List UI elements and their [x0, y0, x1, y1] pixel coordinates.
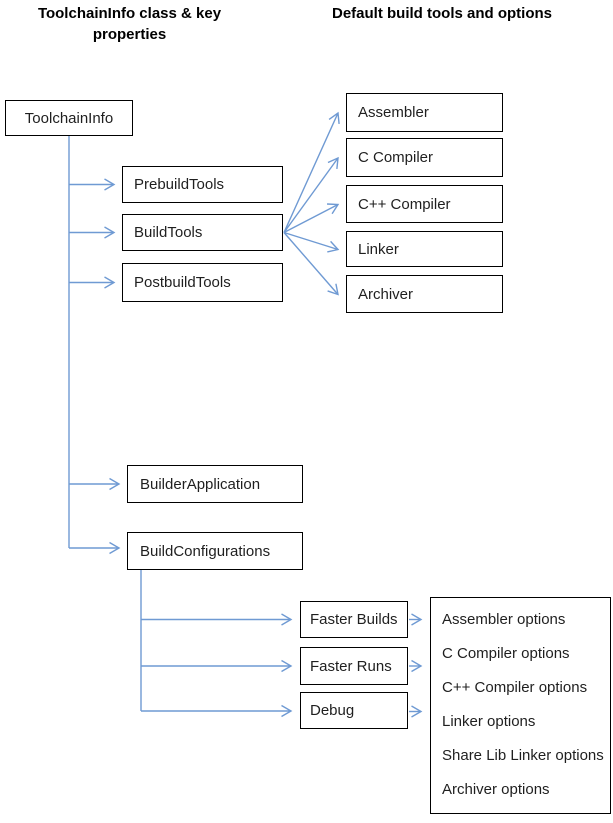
node-cpp-compiler: C++ Compiler [346, 185, 503, 223]
node-label: Assembler [358, 104, 429, 121]
option-item-share-lib-linker-options: Share Lib Linker options [442, 747, 604, 764]
node-label: BuilderApplication [140, 475, 261, 493]
option-item-assembler-options: Assembler options [442, 611, 566, 628]
column-header-right: Default build tools and options [332, 5, 552, 22]
node-label: Faster Runs [310, 657, 392, 675]
node-buildconfigurations: BuildConfigurations [127, 532, 303, 570]
column-header-left: ToolchainInfo class & key properties [37, 5, 222, 43]
node-label: C Compiler [358, 149, 434, 166]
node-builderapplication: BuilderApplication [127, 465, 303, 503]
option-item-cpp-compiler-options: C++ Compiler options [442, 679, 588, 696]
option-item-archiver-options: Archiver options [442, 781, 550, 798]
node-label: Debug [310, 702, 355, 719]
node-postbuildtools: PostbuildTools [122, 263, 283, 302]
node-linker: Linker [346, 231, 503, 267]
node-archiver: Archiver [346, 275, 503, 313]
node-label: Faster Builds [310, 611, 398, 628]
node-buildtools: BuildTools [122, 214, 283, 251]
node-c-compiler: C Compiler [346, 138, 503, 177]
node-debug: Debug [300, 692, 408, 729]
node-label: Linker [358, 240, 399, 258]
node-label: PrebuildTools [134, 176, 225, 193]
node-label: Archiver [358, 285, 414, 303]
node-label: C++ Compiler [358, 195, 451, 213]
node-toolchaininfo: ToolchainInfo [5, 100, 133, 136]
node-label: BuildTools [134, 224, 203, 241]
node-assembler: Assembler [346, 93, 503, 132]
option-item-linker-options: Linker options [442, 713, 536, 730]
node-build-options-list: Assembler options C Compiler options C++… [430, 597, 611, 814]
option-item-c-compiler-options: C Compiler options [442, 645, 570, 662]
node-label: ToolchainInfo [24, 109, 114, 127]
node-faster-builds: Faster Builds [300, 601, 408, 638]
node-label: BuildConfigurations [140, 542, 271, 560]
node-prebuildtools: PrebuildTools [122, 166, 283, 203]
node-label: PostbuildTools [134, 274, 231, 291]
node-faster-runs: Faster Runs [300, 647, 408, 685]
